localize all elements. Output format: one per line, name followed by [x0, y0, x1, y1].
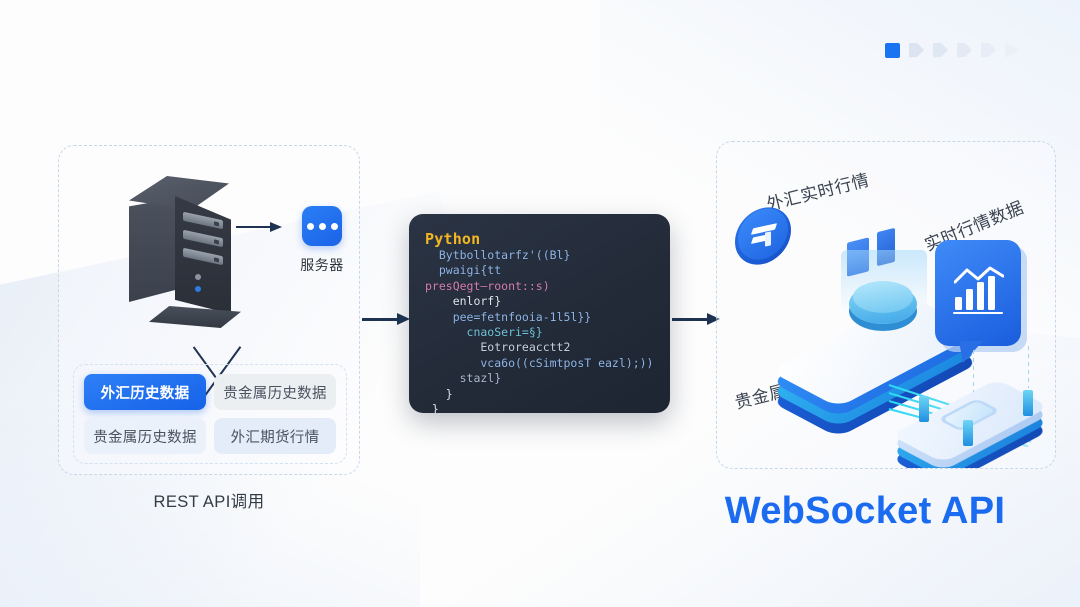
code-line: enlorf} — [425, 294, 502, 309]
code-editor-panel: Python Bytbollotarfz'((Bl} pwaigi{tt pre… — [409, 214, 670, 413]
server-tower-illustration — [129, 174, 251, 328]
arrow-code-to-right — [672, 313, 720, 325]
code-line: stazl} — [425, 371, 502, 386]
server-to-icon-arrow — [236, 222, 282, 232]
code-line: cnaoSeri=§} — [425, 325, 543, 340]
main-server-platform — [770, 250, 995, 438]
websocket-api-title: WebSocket API — [724, 490, 1006, 532]
progress-mark-active — [885, 42, 900, 58]
server-icon-group: 服务器 — [277, 206, 367, 275]
server-dots-icon — [302, 206, 342, 246]
endpoint-button-metal-history[interactable]: 贵金属历史数据 — [214, 374, 336, 410]
code-line: pee=fetnfooia-1l5l}} — [425, 309, 592, 324]
code-line: vca6o((cSimtposT eazl);)) — [425, 355, 654, 370]
websocket-api-panel: 外汇实时行情 实时行情数据 贵金属实时行情 — [716, 141, 1056, 469]
code-line: Bytbollotarfz'((Bl} — [425, 248, 571, 262]
progress-mark-5 — [1005, 42, 1020, 58]
progress-mark-4 — [981, 42, 996, 58]
market-chart-bubble-icon — [935, 240, 1021, 363]
endpoint-button-metal-history-2[interactable]: 贵金属历史数据 — [84, 418, 206, 454]
endpoint-button-fx-futures[interactable]: 外汇期货行情 — [214, 418, 336, 454]
progress-mark-3 — [957, 42, 972, 58]
code-line: pwaigi{tt — [425, 263, 502, 278]
progress-mark-2 — [933, 42, 948, 58]
progress-marks — [885, 40, 1020, 60]
code-line: presQegt—roont::s) — [425, 278, 550, 293]
data-endpoint-buttons: 外汇历史数据 贵金属历史数据 贵金属历史数据 外汇期货行情 — [73, 364, 347, 464]
endpoint-button-fx-history[interactable]: 外汇历史数据 — [84, 374, 206, 410]
client-node-platform — [890, 346, 1055, 468]
trend-line-icon — [954, 266, 1004, 284]
server-icon-label: 服务器 — [300, 257, 344, 273]
progress-mark-1 — [909, 42, 924, 58]
code-line: } — [425, 402, 439, 413]
token-coin-icon — [735, 202, 791, 270]
code-language-label: Python — [425, 230, 481, 248]
rest-api-panel: 服务器 外汇历史数据 贵金属历史数据 贵金属历史数据 外汇期货行情 — [58, 145, 360, 475]
code-line: } — [425, 386, 453, 401]
rest-api-caption: REST API调用 — [153, 493, 265, 511]
arrow-left-to-code — [362, 313, 410, 325]
code-line: Eotroreacctt2 — [425, 340, 571, 355]
